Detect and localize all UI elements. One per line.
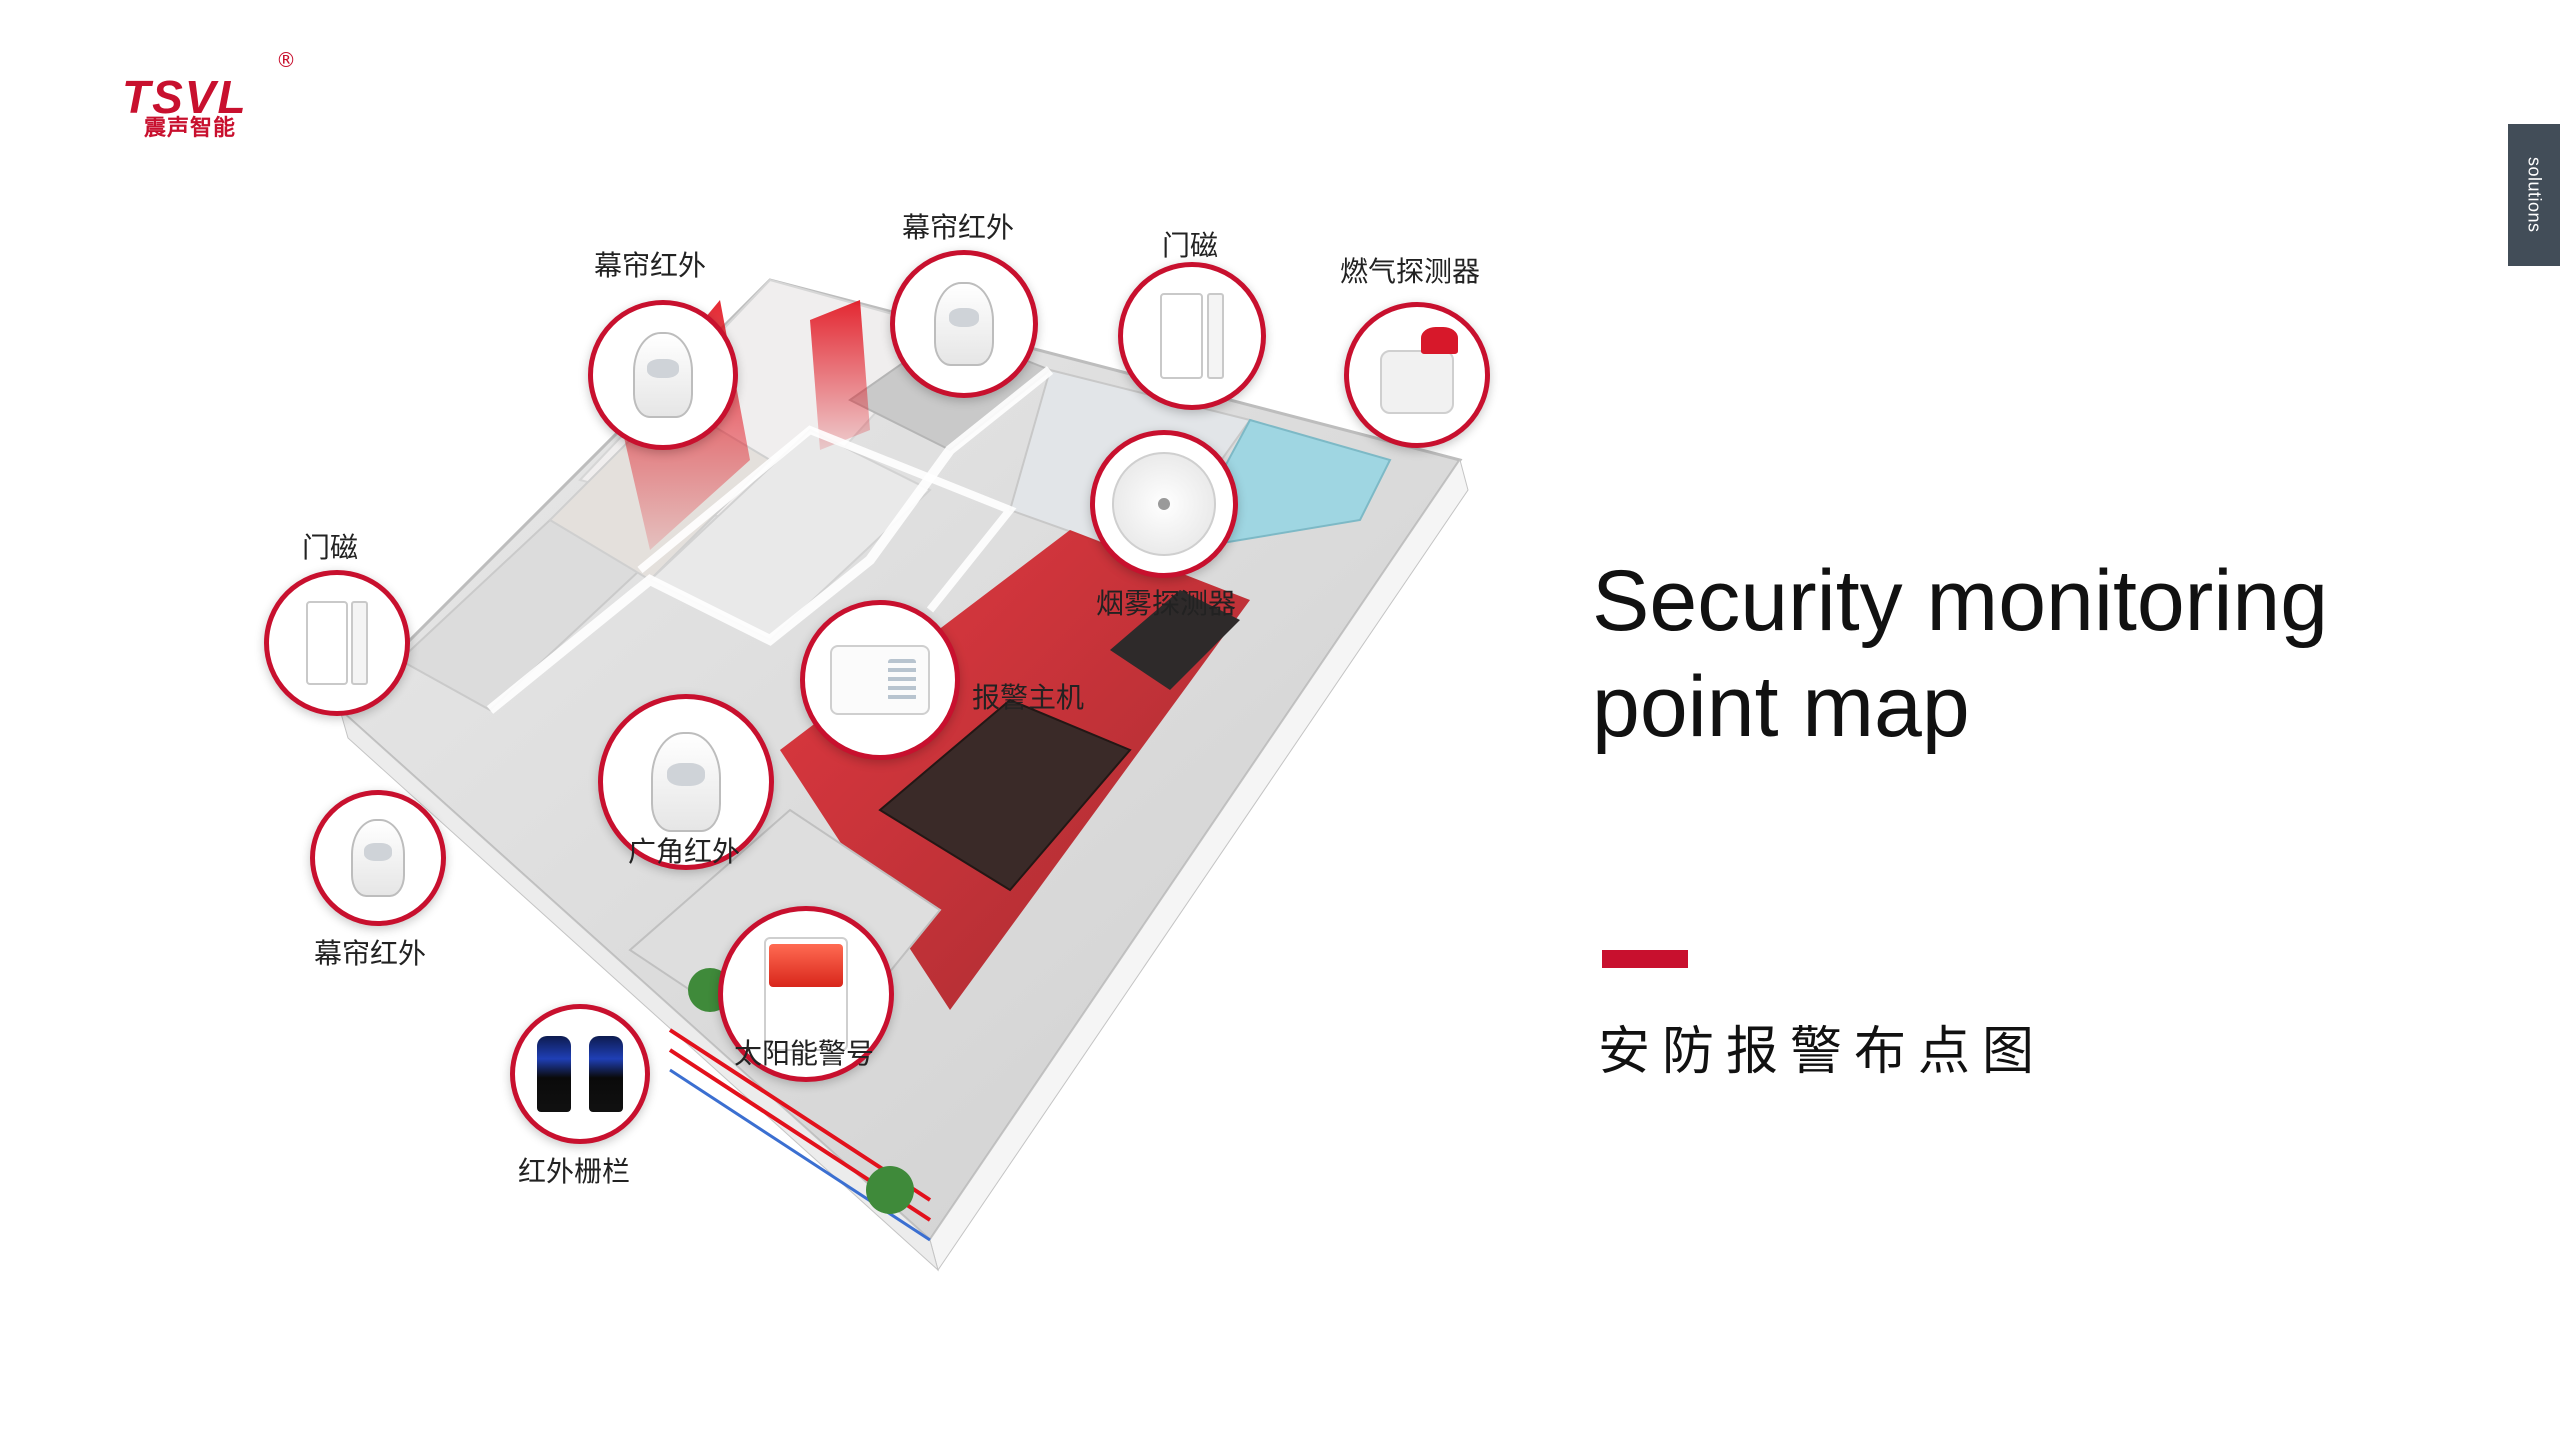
curtain-pir-bedroom-left-marker: [588, 300, 738, 450]
wide-angle-pir-marker: [598, 694, 774, 870]
logo-mark: TSVL: [122, 71, 248, 123]
device-label: 燃气探测器: [1340, 255, 1481, 288]
curtain-pir-balcony-marker: [310, 790, 446, 926]
smoke-detector-marker: [1090, 430, 1238, 578]
plant-2: [866, 1166, 914, 1214]
device-label: 报警主机: [972, 681, 1085, 714]
gas-detector-marker: [1344, 302, 1490, 448]
logo-company-name: 震声智能: [144, 116, 237, 141]
device-label: 广角红外: [628, 835, 741, 868]
accent-divider: [1602, 950, 1688, 968]
solar-siren-marker: [718, 906, 894, 1082]
company-logo: TSVL ® 震声智能: [118, 48, 308, 152]
smoke-detector-icon: [1112, 452, 1216, 556]
partition-walls-2: [637, 425, 1017, 613]
infrared-beam-barrier-icon: [537, 1036, 623, 1112]
wide-angle-pir-sensor-icon: [650, 731, 722, 833]
device-label: 红外栅栏: [518, 1155, 631, 1188]
curtain-pir-bedroom-top-marker: [890, 250, 1038, 398]
device-label: 太阳能警号: [734, 1037, 875, 1070]
page-title: Security monitoring point map: [1592, 553, 2329, 755]
device-label: 幕帘红外: [902, 211, 1015, 244]
device-label: 幕帘红外: [314, 937, 427, 970]
device-label: 门磁: [302, 531, 359, 564]
side-tab-label: solutions: [2524, 157, 2545, 233]
infrared-barrier-marker: [510, 1004, 650, 1144]
alarm-control-panel-icon: [830, 645, 930, 715]
partition-walls: [486, 366, 1054, 714]
curtain-pir-sensor-icon: [934, 281, 994, 367]
sofa-area: [878, 698, 1132, 892]
device-label: 幕帘红外: [594, 249, 707, 282]
outer-wall-left: [339, 708, 939, 1272]
curtain-pir-sensor-icon: [350, 819, 406, 897]
door-contact-sensor-icon: [305, 600, 369, 686]
door-contact-closet-marker: [1118, 262, 1266, 410]
door-contact-bath-marker: [264, 570, 410, 716]
gas-detector-icon: [1379, 326, 1458, 414]
dining-table: [1110, 590, 1240, 690]
curtain-beam-top: [810, 300, 870, 450]
registered-mark: ®: [276, 48, 296, 72]
device-label: 烟雾探测器: [1096, 587, 1237, 620]
page-subtitle: 安防报警布点图: [1598, 1022, 2047, 1082]
solutions-side-tab[interactable]: solutions: [2508, 124, 2560, 266]
curtain-pir-sensor-icon: [633, 332, 693, 418]
door-contact-sensor-icon: [1160, 293, 1224, 379]
solar-siren-icon: [764, 937, 848, 1051]
alarm-panel-marker: [800, 600, 960, 760]
device-label: 门磁: [1162, 229, 1219, 262]
